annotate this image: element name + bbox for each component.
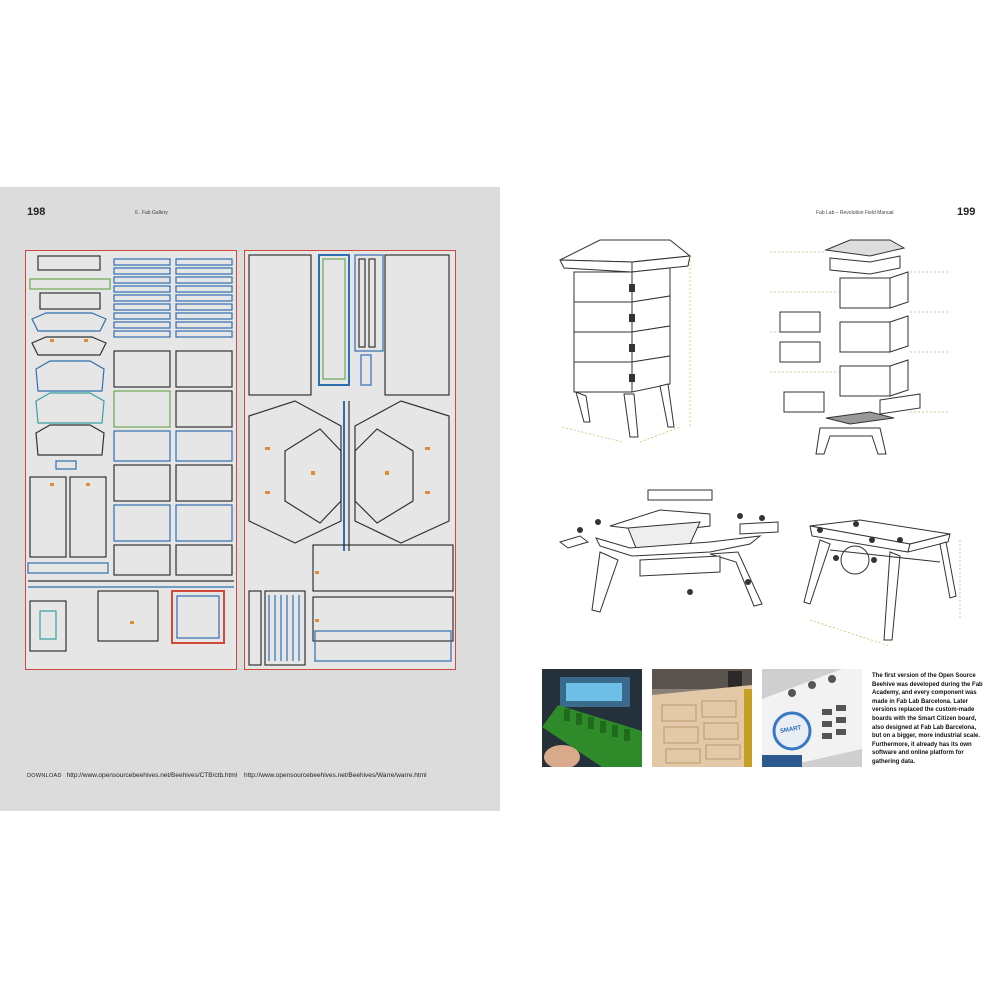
download-link-ctb[interactable]: http://www.opensourcebeehives.net/Beehiv… xyxy=(66,772,238,779)
beehive-exploded-drawing xyxy=(760,232,970,472)
running-head-left: 6 . Fab Gallery xyxy=(135,210,168,216)
stand-assembled-drawing xyxy=(800,500,970,650)
photo-green-comb-part xyxy=(542,669,642,767)
page-number-left: 198 xyxy=(27,206,46,218)
photo-caption: The first version of the Open Source Bee… xyxy=(872,673,983,765)
stand-exploded-drawing xyxy=(540,482,785,652)
left-page: 198 6 . Fab Gallery xyxy=(0,187,500,811)
beehive-assembled-drawing xyxy=(540,232,710,452)
running-head-right: Fab Lab – Revolution Field Manual xyxy=(816,210,894,216)
ctb-cutting-plan-drawing xyxy=(27,255,234,652)
warre-cut-sheet xyxy=(244,250,456,670)
download-line-warre: http://www.opensourcebeehives.net/Beehiv… xyxy=(244,772,427,779)
photo-cnc-router xyxy=(652,669,752,767)
ctb-cut-sheet xyxy=(25,250,237,670)
page-number-right: 199 xyxy=(957,206,976,218)
download-label: DOWNLOAD xyxy=(27,773,62,779)
download-link-warre[interactable]: http://www.opensourcebeehives.net/Beehiv… xyxy=(244,772,427,779)
download-line: DOWNLOAD http://www.opensourcebeehives.n… xyxy=(27,772,237,779)
photo-smart-citizen-board: SMART xyxy=(762,669,862,767)
warre-cutting-plan-drawing xyxy=(248,254,454,666)
